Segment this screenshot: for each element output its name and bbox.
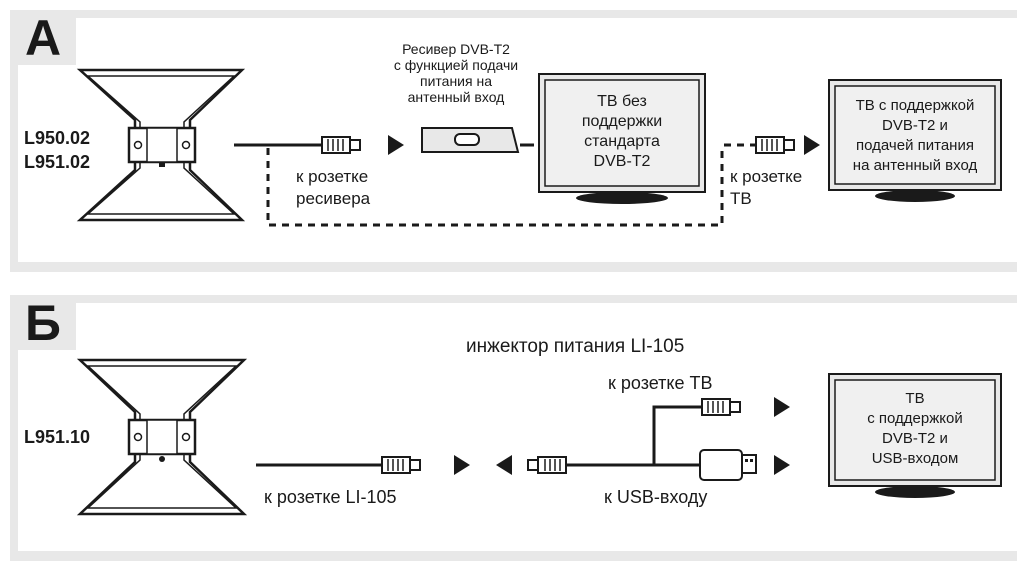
label-to-li105: к розетке LI-105 [264,487,397,507]
badge-a: А [10,10,76,66]
coax-plug-icon [527,456,567,474]
arrow-right-icon [388,135,404,155]
label-to-receiver: ресивера [296,189,371,208]
model-label: L951.02 [24,152,90,172]
antenna-a-icon [76,68,246,222]
tv-label: ТВ [905,390,924,407]
coax-plug-icon [321,136,361,154]
receiver-caption: Ресивер DVB-T2 [402,41,510,57]
tv-dvb-power-icon [828,79,1002,202]
tv-no-dvb-icon [538,73,706,204]
receiver-caption: антенный вход [408,89,505,105]
label-usb: к USB-входу [604,487,707,507]
receiver-caption: с функцией подачи [394,57,518,73]
badge-b: Б [10,295,76,351]
model-label: L951.10 [24,427,90,447]
tv-dvb-usb-icon [828,373,1002,498]
tv-label: поддержки [582,113,662,130]
tv-label: ТВ без [597,93,647,110]
coax-plug-icon [755,136,795,154]
coax-plug-icon [701,398,741,416]
tv-label: DVB-T2 и [882,117,948,134]
tv-label: USB-входом [872,450,959,467]
label-tv-socket: к розетке ТВ [608,373,713,393]
arrow-left-icon [496,455,512,475]
coax-plug-icon [381,456,421,474]
label-to-tv: к розетке [730,167,802,186]
label-to-tv: ТВ [730,189,752,208]
arrow-right-icon [454,455,470,475]
tv-label: стандарта [584,133,660,150]
bypass-cable-dashed [266,148,724,227]
model-label: L950.02 [24,128,90,148]
arrow-right-icon [774,397,790,417]
injector-caption: инжектор питания LI-105 [466,336,684,357]
tv-label: DVB-T2 [594,153,651,170]
usb-plug-icon [699,449,757,481]
tv-label: ТВ с поддержкой [856,97,975,114]
tv-label: DVB-T2 и [882,430,948,447]
arrow-right-icon [774,455,790,475]
tv-label: на антенный вход [853,157,978,174]
arrow-right-icon [804,135,820,155]
receiver-device [421,127,520,153]
injector-cable-tv [566,405,702,467]
tv-label: подачей питания [856,137,974,154]
receiver-caption: питания на [420,73,492,89]
antenna-b-icon [76,358,248,516]
tv-label: с поддержкой [867,410,962,427]
label-to-receiver: к розетке [296,167,368,186]
